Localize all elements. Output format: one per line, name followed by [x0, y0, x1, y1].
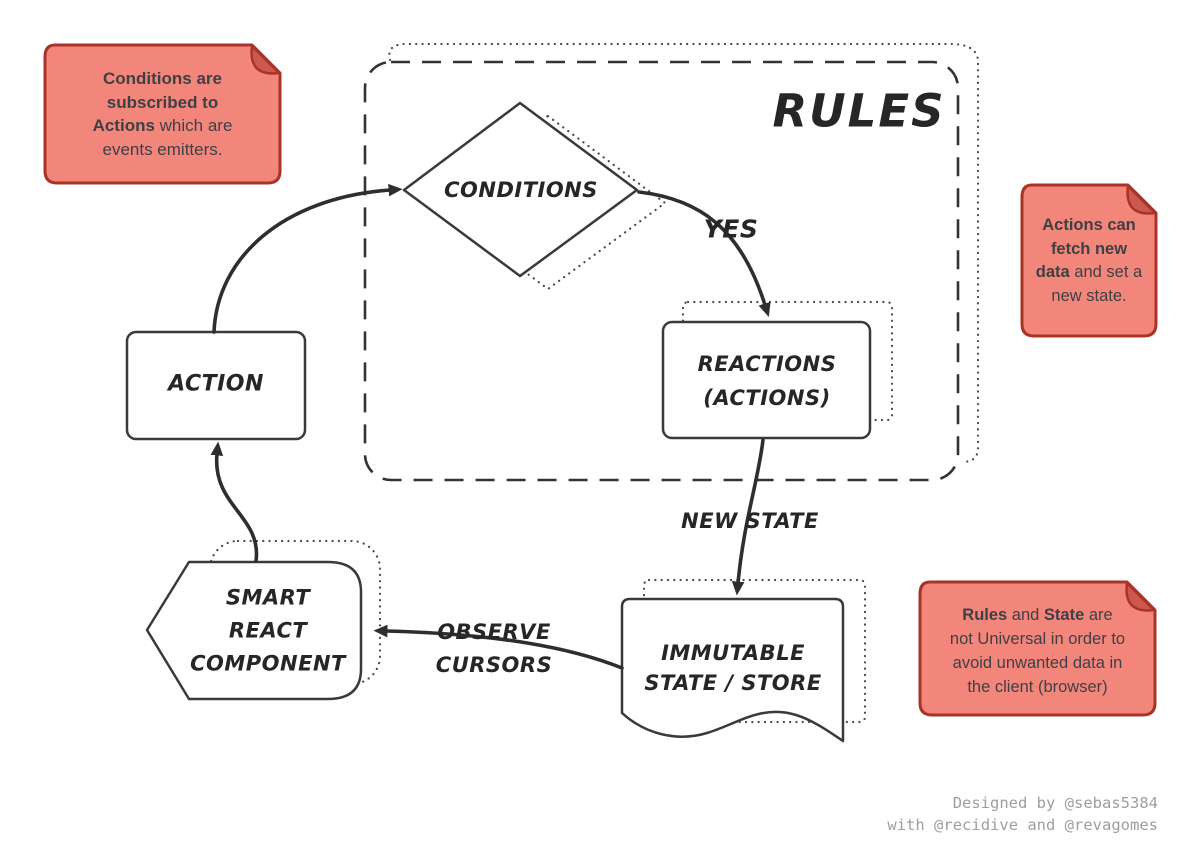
- conditions-diamond: [402, 101, 639, 278]
- store-label-line1: IMMUTABLE: [661, 641, 805, 665]
- conditions-label: CONDITIONS: [444, 178, 598, 202]
- designer-credit: Designed by @sebas5384 with @recidive an…: [887, 792, 1158, 836]
- smart-component-label-line3: COMPONENT: [190, 651, 346, 676]
- smart-component-label-line1: SMART: [225, 585, 311, 610]
- smart-component-label-line2: REACT: [228, 618, 308, 643]
- arrow-reactions-to-store: [731, 438, 765, 596]
- credit-line1: Designed by @sebas5384: [952, 794, 1158, 812]
- arrow-conditions-to-reactions: [637, 190, 771, 318]
- rules-title: RULES: [772, 84, 946, 138]
- note-fold-corner: [1126, 184, 1157, 215]
- arrow-smart-component-to-action: [210, 441, 259, 563]
- arrow-store-to-smart-component: [373, 624, 624, 670]
- sticky-note-shape: [43, 43, 282, 185]
- action-label: ACTION: [168, 371, 264, 397]
- new-state-edge-label: NEW STATE: [681, 509, 819, 533]
- reactions-label-line2: (ACTIONS): [703, 386, 831, 410]
- note-fold-corner: [250, 44, 281, 75]
- observe-cursors-line1: OBSERVE: [437, 620, 551, 644]
- reactions-label: REACTIONS (ACTIONS): [698, 347, 837, 415]
- yes-edge-label: YES: [703, 214, 759, 244]
- note-fold-corner: [1125, 581, 1156, 612]
- store-label: IMMUTABLE STATE / STORE: [644, 638, 821, 698]
- reactions-label-line1: REACTIONS: [697, 352, 837, 376]
- store-label-line2: STATE / STORE: [644, 671, 822, 695]
- reactions-box: [661, 320, 872, 440]
- sticky-note-shape: [1020, 183, 1158, 338]
- rules-container-border: [363, 60, 960, 482]
- smart-component-shape: [145, 560, 363, 701]
- observe-cursors-edge-label: OBSERVE CURSORS: [436, 616, 552, 682]
- rules-box-shadow-dotted: [388, 42, 980, 464]
- smart-component-label: SMART REACT COMPONENT: [190, 582, 346, 681]
- arrow-action-to-conditions: [212, 183, 403, 334]
- credit-line2: with @recidive and @revagomes: [887, 816, 1158, 834]
- store-document-shape: [620, 597, 845, 743]
- sticky-note-shape: [918, 580, 1157, 717]
- observe-cursors-line2: CURSORS: [435, 653, 553, 677]
- action-box: [125, 330, 307, 441]
